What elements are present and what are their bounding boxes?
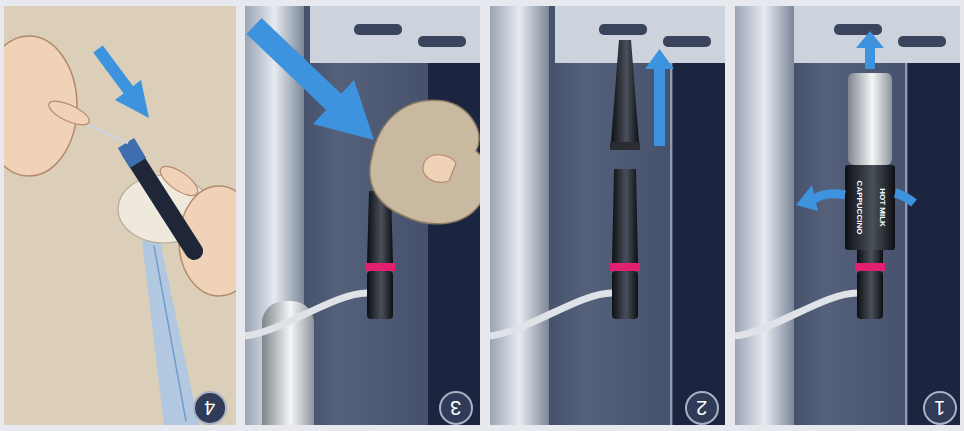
selector-dial xyxy=(845,165,895,250)
nozzle-connector xyxy=(367,271,393,319)
panel-four xyxy=(4,6,236,425)
pull-arrowhead xyxy=(856,31,884,48)
pull-arrowhead xyxy=(645,49,674,69)
pink-ring xyxy=(855,263,885,271)
turn-arrow xyxy=(895,193,914,203)
water-line xyxy=(154,246,186,421)
drip-grille xyxy=(794,6,960,63)
silver-tip xyxy=(848,73,892,165)
grille-slot xyxy=(663,36,711,47)
steam-pipe xyxy=(735,293,857,336)
cleaning-cloth xyxy=(370,100,480,223)
panel-ground xyxy=(490,6,725,425)
nozzle-connector xyxy=(857,271,883,319)
wipe-arrowhead xyxy=(313,80,374,140)
finger xyxy=(46,96,93,129)
turn-arrowhead xyxy=(796,185,818,211)
grille-slot xyxy=(599,24,647,35)
panel-one xyxy=(735,6,960,425)
nozzle-body xyxy=(612,169,638,263)
turn-arrow xyxy=(814,194,845,199)
grille-slot xyxy=(834,24,882,35)
dial-label: CAPPUCCINO xyxy=(855,180,864,234)
step-number: 4 xyxy=(204,398,215,418)
step-number: 2 xyxy=(696,398,707,418)
step-number: 3 xyxy=(450,398,461,418)
grille-slot xyxy=(418,36,466,47)
nozzle-neck xyxy=(857,249,883,263)
step-number-circle: 2 xyxy=(685,391,719,425)
cleaned-part xyxy=(130,151,194,251)
drip-grille xyxy=(310,6,480,63)
panel-ground xyxy=(735,6,960,425)
grille-slot xyxy=(898,36,946,47)
rotated-artwork xyxy=(0,3,960,431)
cone-rim xyxy=(610,142,640,150)
push-arrow xyxy=(98,49,130,92)
pink-ring xyxy=(610,263,640,271)
drip-grille xyxy=(555,6,725,63)
panel-three xyxy=(245,6,480,425)
wipe-arrow xyxy=(254,26,337,105)
pull-arrow xyxy=(654,68,665,146)
steam-pipe xyxy=(245,293,367,336)
machine-side xyxy=(908,6,960,425)
steel-wall xyxy=(490,6,549,425)
hand xyxy=(423,155,456,183)
push-arrowhead xyxy=(115,80,149,118)
panel-two xyxy=(490,6,725,425)
nozzle-connector xyxy=(612,271,638,319)
cone-tip xyxy=(611,40,639,142)
step-number: 1 xyxy=(934,398,945,418)
step-number-circle: 4 xyxy=(193,391,227,425)
grille-slot xyxy=(354,24,402,35)
step-number-circle: 3 xyxy=(439,391,473,425)
pink-ring xyxy=(365,263,395,271)
edge-line xyxy=(905,6,907,425)
steam-pipe xyxy=(490,293,612,336)
steel-wall xyxy=(735,6,794,425)
machine-side xyxy=(673,6,725,425)
dial-label: HOT MILK xyxy=(877,188,886,227)
step-number-circle: 1 xyxy=(923,391,957,425)
part-band xyxy=(126,143,138,163)
pull-arrow xyxy=(865,47,875,69)
